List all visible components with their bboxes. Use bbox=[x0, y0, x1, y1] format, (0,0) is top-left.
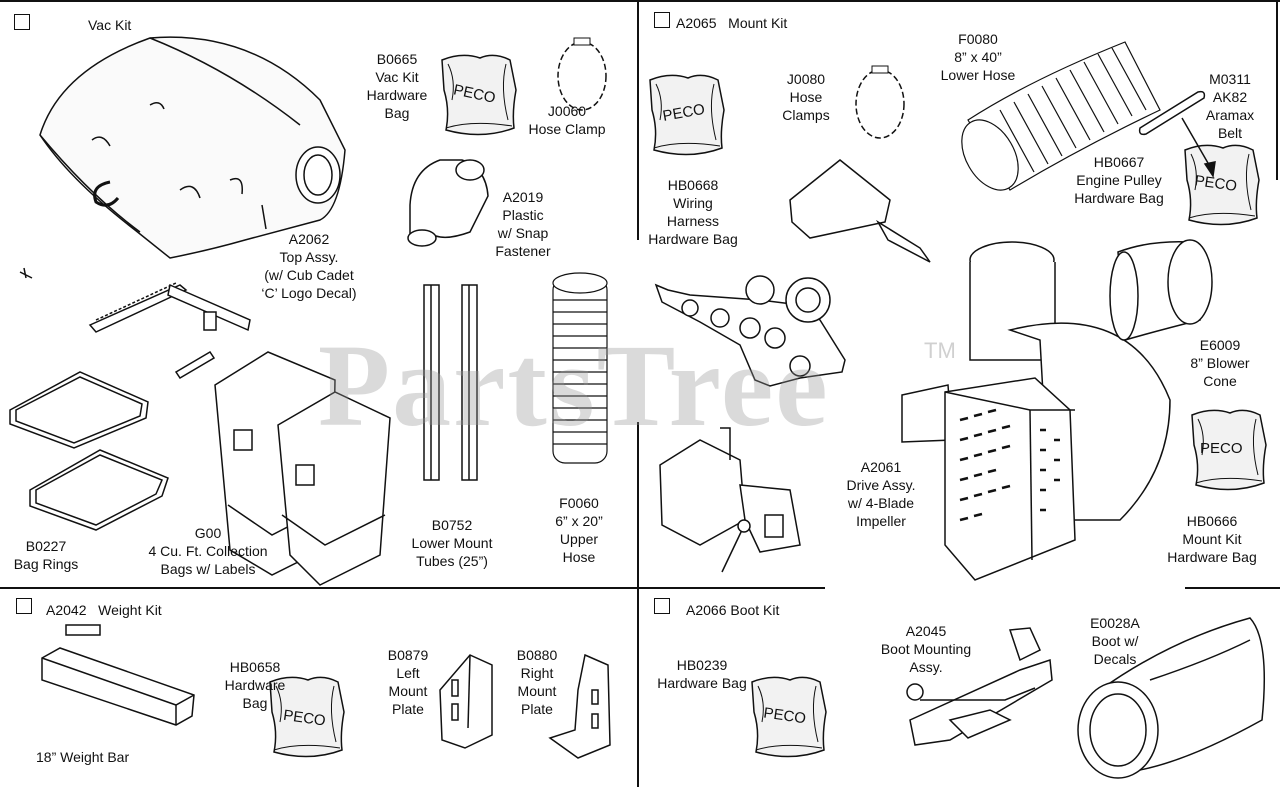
mount-bracket-center bbox=[789, 159, 931, 263]
hardware-bag-hb0666: PECO bbox=[1191, 409, 1267, 491]
part-label-collection-bags: G00 4 Cu. Ft. Collection Bags w/ Labels bbox=[148, 525, 268, 577]
part-label-a2061: A2061 Drive Assy. w/ 4-Blade Impeller bbox=[846, 459, 916, 529]
lower-hose-f0080 bbox=[961, 41, 1161, 191]
blower-cone-e6009 bbox=[1109, 239, 1213, 341]
part-label-f0080: F0080 8” x 40” Lower Hose bbox=[940, 31, 1016, 83]
plastic-elbow-a2019 bbox=[407, 159, 489, 247]
weight-bar bbox=[41, 624, 195, 726]
right-mount-plate-b0880 bbox=[548, 653, 611, 759]
part-label-a2045: A2045 Boot Mounting Assy. bbox=[880, 623, 972, 675]
part-label-hb0666: HB0666 Mount Kit Hardware Bag bbox=[1167, 513, 1257, 565]
part-label-b0227: B0227 Bag Rings bbox=[13, 538, 79, 572]
section-title-mount-kit: A2065 Mount Kit bbox=[676, 15, 788, 31]
weight-kit-checkbox bbox=[16, 598, 32, 614]
hose-clamp-j0080 bbox=[855, 65, 905, 139]
hardware-bag-hb0658: PECO bbox=[269, 676, 345, 758]
pulley-plate bbox=[654, 275, 846, 387]
drive-assy-a2061 bbox=[901, 241, 1171, 581]
bag-label: PECO bbox=[763, 705, 807, 728]
part-label-j0060: J0060 Hose Clamp bbox=[528, 103, 606, 137]
part-label-a2019: A2019 Plastic w/ Snap Fastener bbox=[495, 189, 551, 259]
upper-hose-f0060 bbox=[552, 272, 608, 464]
part-label-m0311: M0311 AK82 Aramax Belt bbox=[1205, 71, 1255, 141]
bag-label: PECO bbox=[1194, 172, 1238, 195]
aramax-belt-m0311 bbox=[1138, 90, 1216, 179]
bag-label: PECO bbox=[282, 707, 326, 730]
bag-rings-b0227 bbox=[9, 371, 169, 531]
boot-mounting-assy-a2045 bbox=[906, 627, 1053, 746]
hardware-bag-hb0668: PECO bbox=[649, 74, 725, 156]
part-label-e0028a: E0028A Boot w/ Decals bbox=[1090, 615, 1140, 667]
left-mount-plate-b0879 bbox=[439, 654, 493, 749]
hardware-bag-hb0239: PECO bbox=[751, 676, 827, 758]
part-label-b0880: B0880 Right Mount Plate bbox=[516, 647, 558, 717]
part-label-hb0668: HB0668 Wiring Harness Hardware Bag bbox=[648, 177, 738, 247]
part-label-b0879: B0879 Left Mount Plate bbox=[387, 647, 429, 717]
part-label-e6009: E6009 8” Blower Cone bbox=[1190, 337, 1250, 389]
part-label-weight-bar: 18” Weight Bar bbox=[36, 749, 130, 765]
part-label-b0752: B0752 Lower Mount Tubes (25”) bbox=[411, 517, 493, 569]
bag-label: PECO bbox=[1200, 440, 1243, 457]
section-title-weight-kit: A2042 Weight Kit bbox=[46, 602, 162, 618]
lower-bracket-parts bbox=[19, 267, 251, 380]
part-label-b0665: B0665 Vac Kit Hardware Bag bbox=[366, 51, 428, 121]
boot-e0028a bbox=[1077, 617, 1266, 779]
part-label-hb0667: HB0667 Engine Pulley Hardware Bag bbox=[1074, 154, 1164, 206]
hardware-bag-hb0667: PECO bbox=[1184, 144, 1260, 226]
section-title-boot-kit: A2066 Boot Kit bbox=[686, 602, 780, 618]
part-label-j0080: J0080 Hose Clamps bbox=[782, 71, 830, 123]
hose-clamp-j0060 bbox=[557, 37, 607, 111]
section-title-vac-kit: Vac Kit bbox=[88, 17, 132, 33]
part-label-f0060: F0060 6” x 20” Upper Hose bbox=[555, 495, 603, 565]
part-label-a2062: A2062 Top Assy. (w/ Cub Cadet ‘C’ Logo D… bbox=[261, 231, 357, 301]
top-assy-hood bbox=[39, 36, 346, 259]
hardware-bag-b0665: PECO bbox=[441, 54, 517, 136]
collection-bags bbox=[214, 351, 391, 586]
lower-mount-tubes-b0752 bbox=[423, 284, 478, 481]
part-label-hb0239: HB0239 Hardware Bag bbox=[657, 657, 747, 691]
mount-kit-checkbox bbox=[654, 12, 670, 28]
part-label-hb0658: HB0658 Hardware Bag bbox=[224, 659, 286, 711]
boot-kit-checkbox bbox=[654, 598, 670, 614]
mount-bracket-crank bbox=[659, 427, 801, 573]
vac-kit-checkbox bbox=[14, 14, 30, 30]
